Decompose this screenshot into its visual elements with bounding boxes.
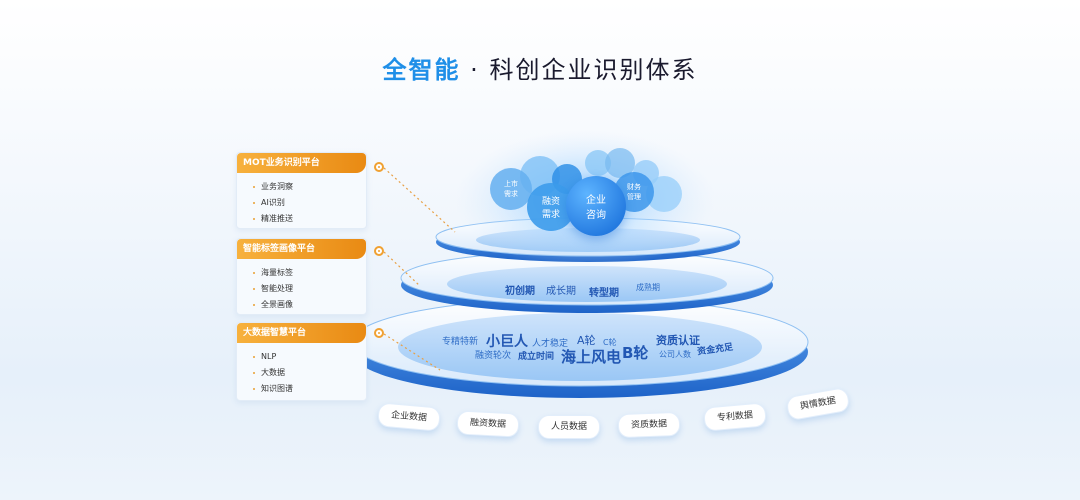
panel-header: MOT业务识别平台	[237, 153, 366, 173]
panel-item: 大数据	[251, 365, 366, 381]
connector-dot-1	[374, 162, 384, 172]
panel-item: AI识别	[251, 195, 366, 211]
stage-label: 成长期	[546, 286, 576, 297]
tag-label: 成立时间	[518, 352, 555, 362]
panel-item: 业务洞察	[251, 179, 366, 195]
connector-line-1	[383, 167, 456, 233]
bubble-main: 企业 咨询	[566, 176, 626, 236]
chip-financing-data: 融资数据	[456, 410, 520, 438]
tag-label: 小巨人	[486, 334, 528, 350]
panel-item: 知识图谱	[251, 381, 366, 397]
panel-item: 全景画像	[251, 297, 366, 313]
panel-header: 大数据智慧平台	[237, 323, 366, 343]
tag-label: 融资轮次	[475, 351, 512, 361]
connector-line-3	[383, 333, 441, 371]
tag-label: B轮	[622, 344, 649, 362]
title-rest: 科创企业识别体系	[489, 56, 698, 84]
connector-dot-3	[374, 328, 384, 338]
stage-label: 转型期	[589, 288, 619, 299]
chip-qualification-data: 资质数据	[617, 411, 681, 439]
tag-label: 资质认证	[656, 334, 700, 347]
tag-label: A轮	[577, 334, 596, 347]
tag-label: 专精特新	[442, 337, 479, 347]
tag-label: C轮	[603, 338, 617, 347]
stage-label: 成熟期	[636, 283, 660, 292]
stage-label: 初创期	[505, 286, 535, 297]
panel-tag-portrait: 智能标签画像平台 海量标签 智能处理 全景画像	[236, 238, 367, 315]
connector-line-2	[383, 251, 421, 287]
chip-personnel-data: 人员数据	[538, 415, 601, 439]
tag-label: 公司人数	[659, 350, 691, 359]
connector-dot-2	[374, 246, 384, 256]
bottom-ring-inner	[398, 313, 762, 381]
bubble-listing: 上市 需求	[490, 168, 532, 210]
panel-header: 智能标签画像平台	[237, 239, 366, 259]
panel-bigdata: 大数据智慧平台 NLP 大数据 知识图谱	[236, 322, 367, 401]
panel-item: 智能处理	[251, 281, 366, 297]
title-dot: ·	[470, 56, 480, 84]
page-title: 全智能 · 科创企业识别体系	[0, 50, 1080, 85]
panel-item: 精准推送	[251, 211, 366, 227]
panel-item: 海量标签	[251, 265, 366, 281]
middle-ring-inner	[447, 266, 727, 302]
panel-mot: MOT业务识别平台 业务洞察 AI识别 精准推送	[236, 152, 367, 229]
tag-label: 海上风电	[561, 348, 622, 366]
panel-item: NLP	[251, 349, 366, 365]
tag-label: 人才稳定	[532, 339, 569, 349]
title-accent: 全智能	[382, 56, 461, 84]
